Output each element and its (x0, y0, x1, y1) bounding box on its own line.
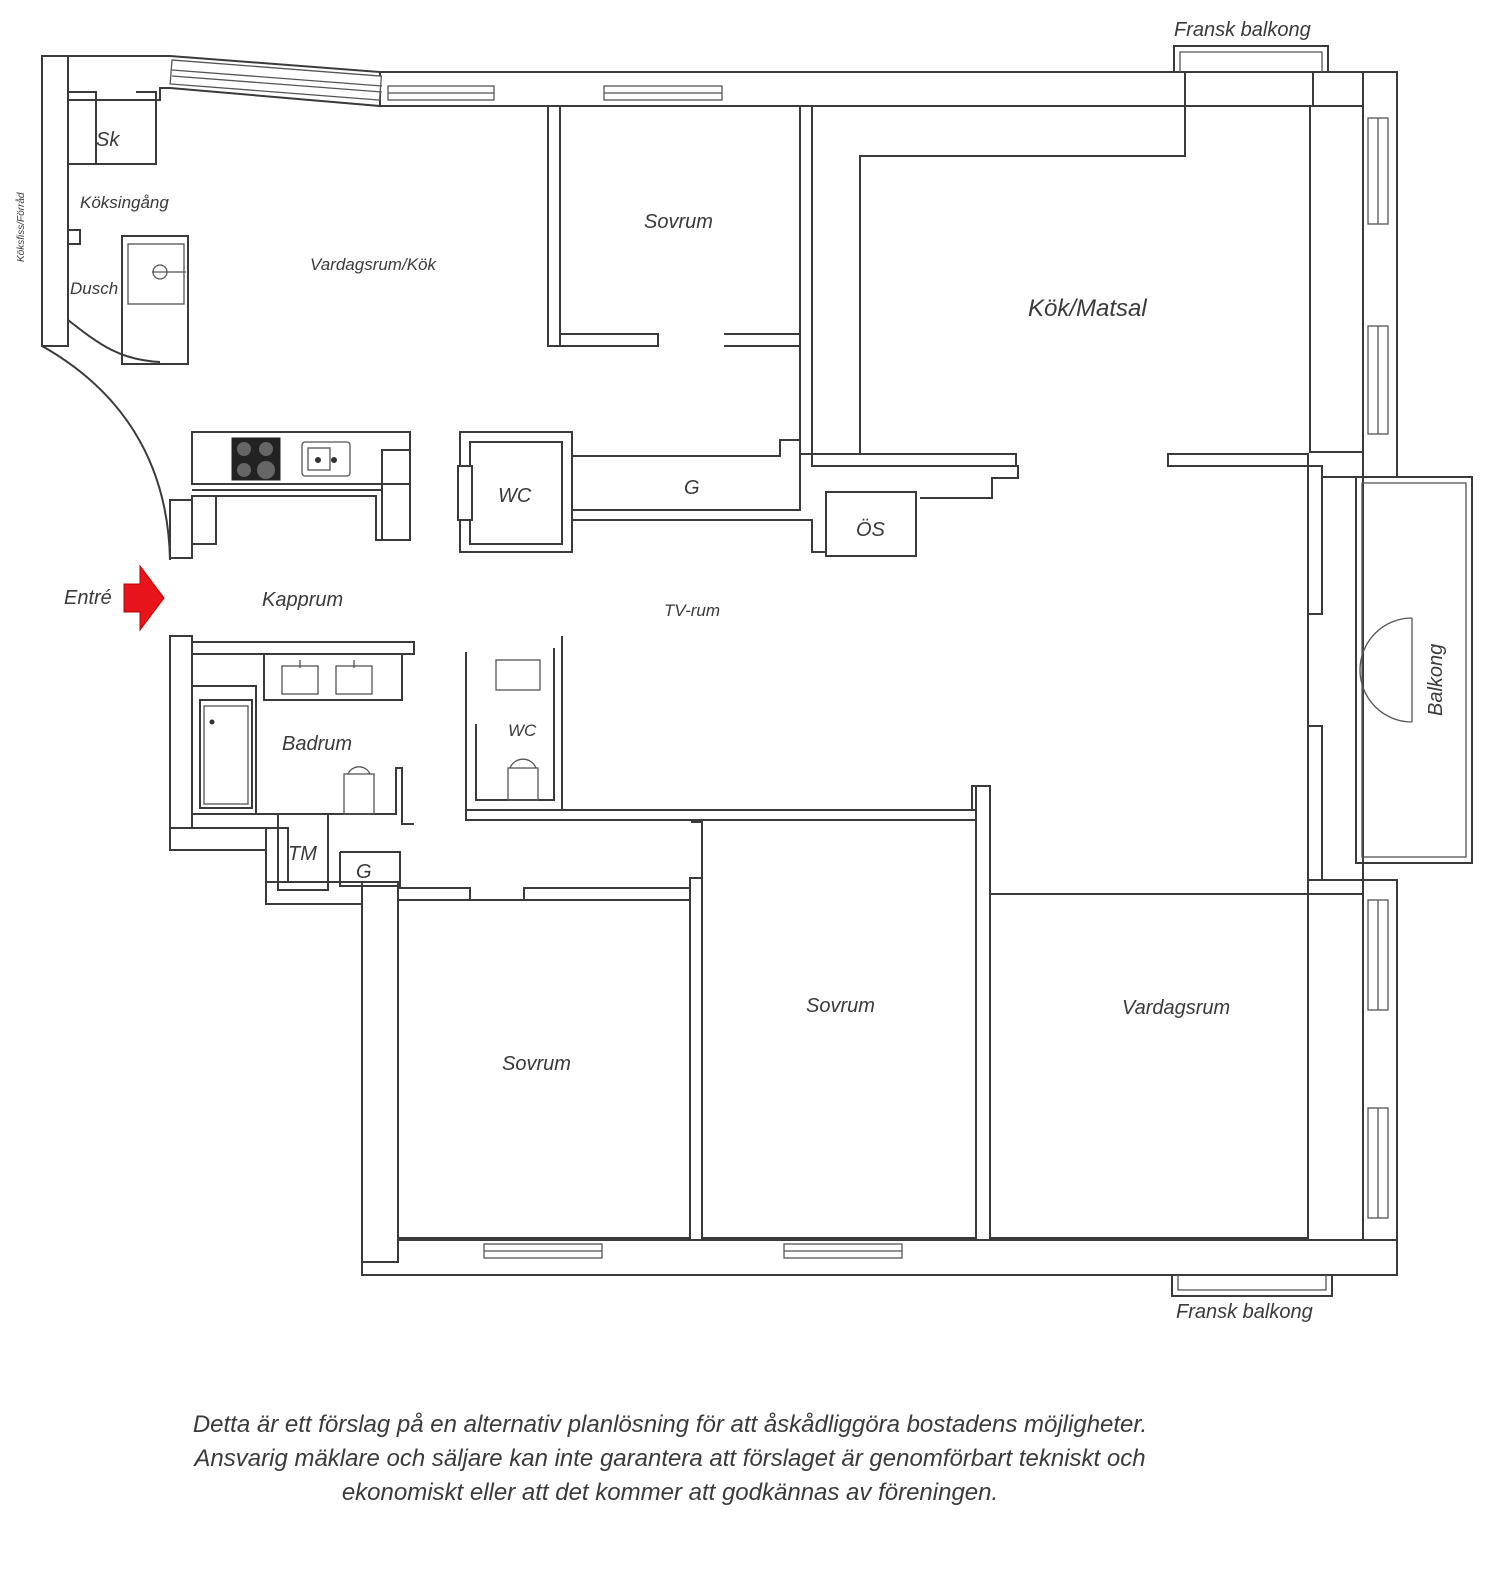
disclaimer-text: Detta är ett förslag på en alternativ pl… (60, 1408, 1280, 1510)
kitchen-sink-icon (301, 441, 351, 477)
disclaimer-line-2: Ansvarig mäklare och säljare kan inte ga… (194, 1445, 1146, 1472)
french-balcony-bottom (1171, 1275, 1333, 1297)
label-vardagsrum: Vardagsrum (1122, 997, 1230, 1019)
curved-wall (41, 345, 171, 561)
label-fransk-balkong-bottom: Fransk balkong (1176, 1301, 1313, 1323)
label-tm: TM (288, 843, 317, 865)
label-wc-upper: WC (498, 485, 532, 507)
bathtub-icon (203, 705, 249, 805)
interior-walls (68, 91, 1364, 1241)
label-sovrum-mid: Sovrum (806, 995, 875, 1017)
label-dusch: Dusch (70, 279, 118, 298)
shower-icon (127, 243, 186, 305)
room-labels: Fransk balkong Fransk balkong Sk Köksing… (15, 19, 1447, 1323)
label-sk: Sk (96, 129, 120, 151)
label-g-lower: G (356, 861, 372, 883)
french-balcony-top (1173, 45, 1329, 107)
label-tv-rum: TV-rum (664, 601, 720, 620)
entry-arrow-icon (123, 564, 165, 632)
label-os: ÖS (856, 519, 886, 541)
label-badrum: Badrum (282, 733, 352, 755)
outer-walls (41, 55, 1398, 1276)
label-kapprum: Kapprum (262, 589, 343, 611)
label-balkong: Balkong (1425, 644, 1447, 716)
disclaimer-line-3: ekonomiskt eller att det kommer att godk… (341, 1479, 999, 1506)
disclaimer-line-1: Detta är ett förslag på en alternativ pl… (192, 1411, 1148, 1438)
label-sovrum-left: Sovrum (502, 1053, 571, 1075)
label-trappa: Köksfiss/Förråd (15, 192, 27, 262)
stove-icon (231, 437, 281, 481)
label-sovrum-top: Sovrum (644, 211, 713, 233)
label-koksingang: Köksingång (80, 193, 169, 212)
label-vardagsrum-kok: Vardagsrum/Kök (310, 255, 437, 274)
label-wc-lower: WC (508, 721, 537, 740)
floor-plan: Fransk balkong Fransk balkong Sk Köksing… (15, 19, 1473, 1323)
label-fransk-balkong-top: Fransk balkong (1174, 19, 1311, 41)
label-g-upper: G (684, 477, 700, 499)
balcony (1307, 476, 1473, 881)
label-entre: Entré (64, 587, 112, 609)
windows (169, 59, 1389, 1259)
label-kok-matsal: Kök/Matsal (1028, 295, 1147, 322)
